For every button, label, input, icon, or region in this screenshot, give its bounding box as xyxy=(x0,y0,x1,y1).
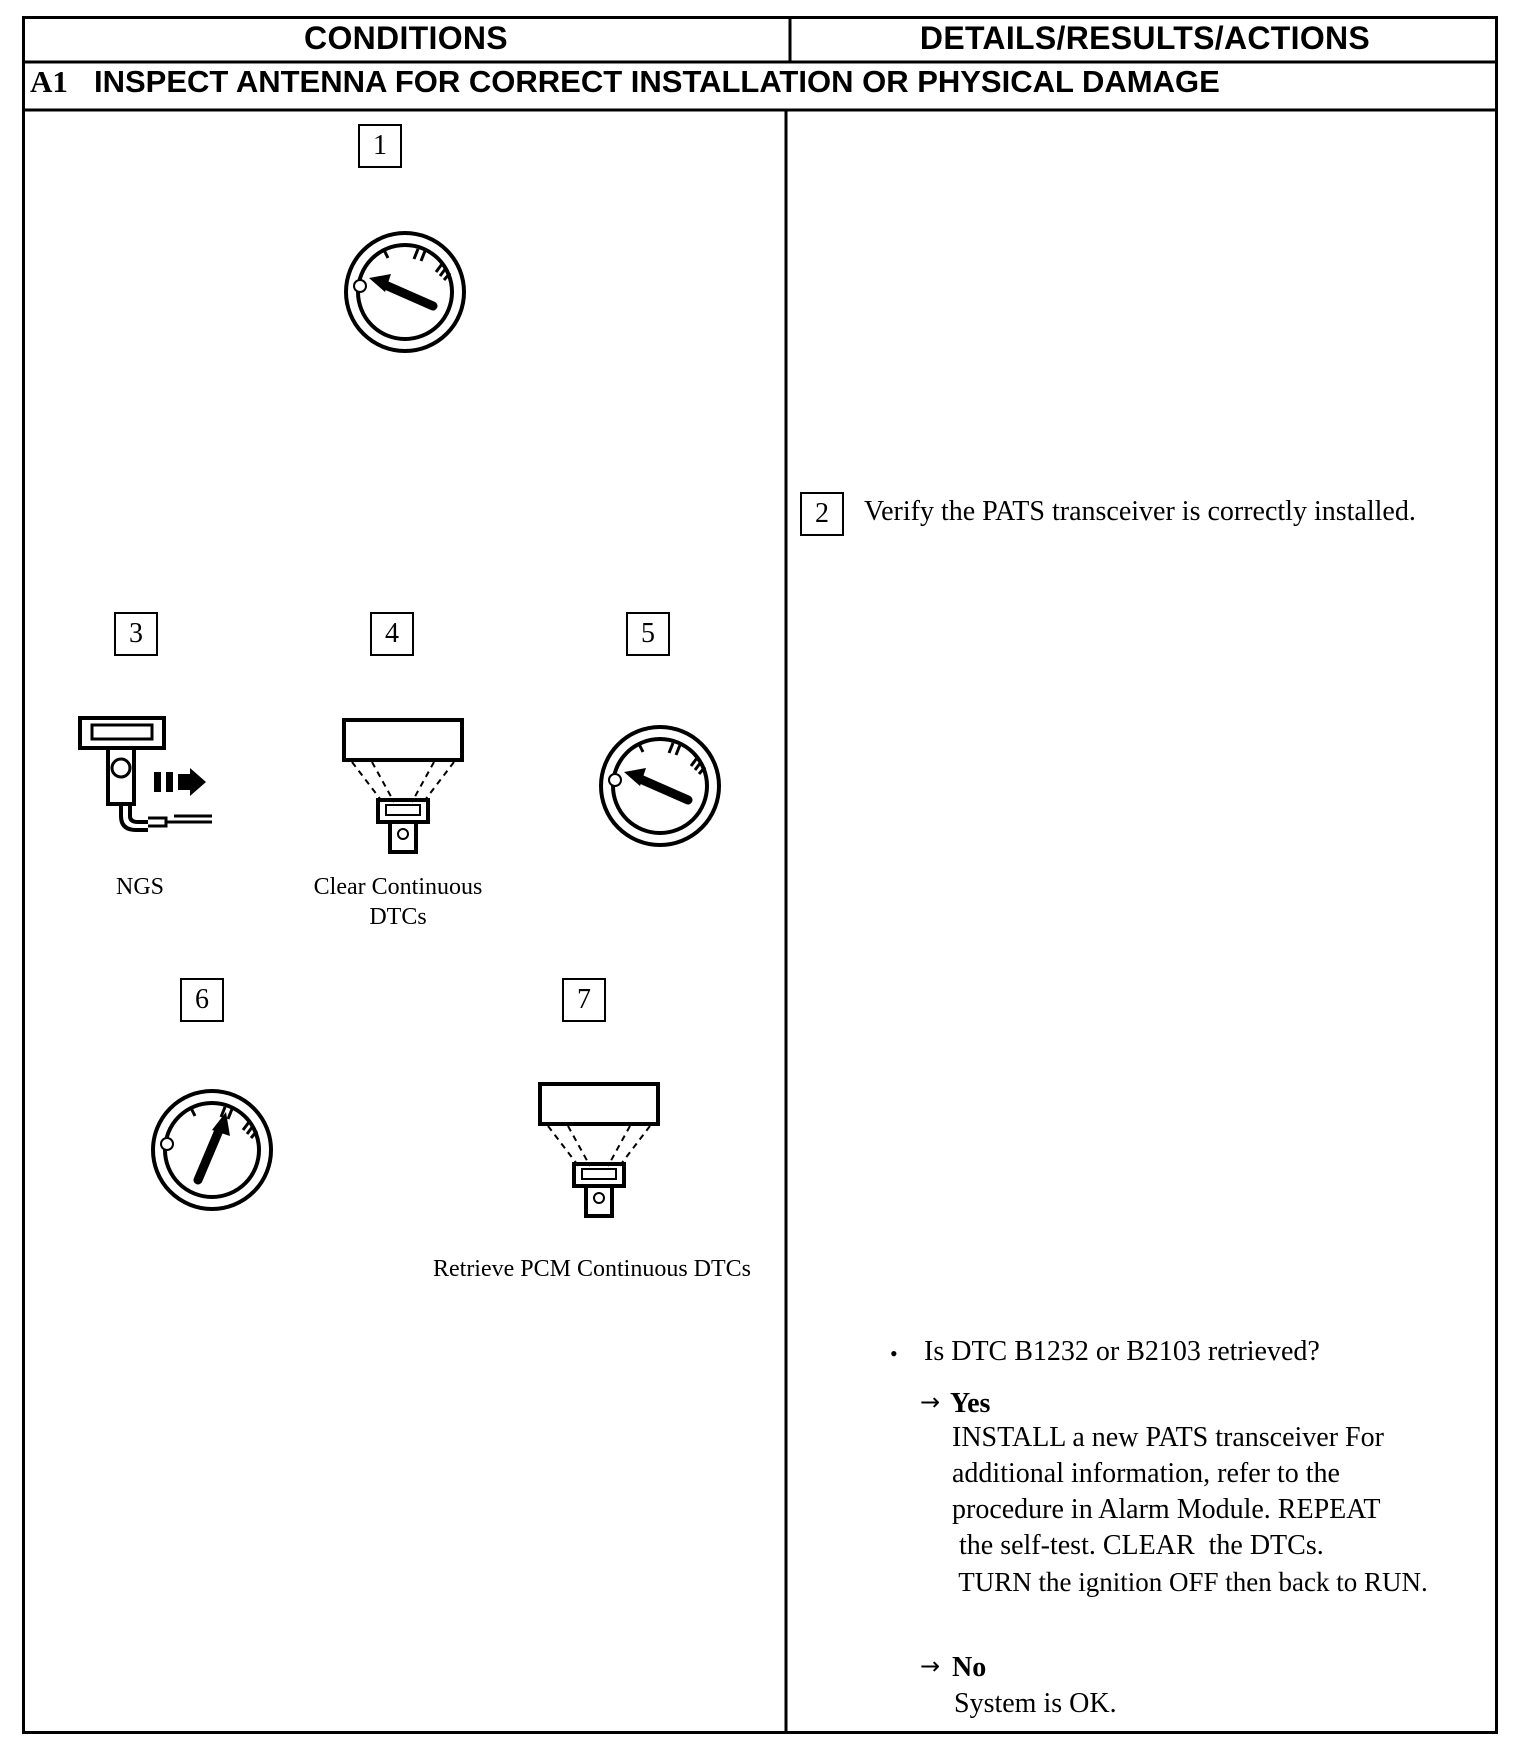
conditions-header: CONDITIONS xyxy=(304,20,508,56)
question-text: Is DTC B1232 or B2103 retrieved? xyxy=(924,1336,1320,1367)
no-result-text: System is OK. xyxy=(954,1688,1117,1719)
retrieve-pcm-continuous-dtcs-caption: Retrieve PCM Continuous DTCs xyxy=(432,1256,751,1282)
yes-arrow-icon: → xyxy=(920,1388,941,1416)
yes-label: Yes xyxy=(950,1388,991,1419)
step-2-instruction: Verify the PATS transceiver is correctly… xyxy=(864,496,1416,527)
ngs-caption: NGS xyxy=(115,874,164,900)
table-frame xyxy=(22,16,1498,1734)
question-bullet: • xyxy=(890,1341,898,1366)
step-number-5: 5 xyxy=(626,612,670,656)
step-number-1: 1 xyxy=(358,124,402,168)
step-number-2: 2 xyxy=(800,492,844,536)
step-number-3: 3 xyxy=(114,612,158,656)
clear-continuous-dtcs-caption-line1: Clear Continuous xyxy=(313,874,483,900)
yes-action-line-5: TURN the ignition OFF then back to RUN. xyxy=(952,1567,1428,1597)
no-label: No xyxy=(952,1652,987,1683)
yes-action-line-2: additional information, refer to the xyxy=(952,1458,1340,1489)
details-header: DETAILS/RESULTS/ACTIONS xyxy=(919,20,1371,56)
no-arrow-icon: → xyxy=(920,1652,941,1680)
step-number-6: 6 xyxy=(180,978,224,1022)
scan-tool-icon xyxy=(342,718,464,854)
yes-action-line-3: procedure in Alarm Module. REPEAT xyxy=(952,1494,1381,1525)
ignition-switch-icon xyxy=(599,725,721,847)
ngs-tester-connect-icon xyxy=(78,716,212,832)
yes-action-line-4: the self-test. CLEAR the DTCs. xyxy=(952,1530,1324,1561)
step-title: INSPECT ANTENNA FOR CORRECT INSTALLATION… xyxy=(94,64,1220,99)
clear-continuous-dtcs-caption-line2: DTCs xyxy=(369,904,427,930)
ignition-switch-run-icon xyxy=(151,1089,273,1211)
step-number-7: 7 xyxy=(562,978,606,1022)
step-id: A1 xyxy=(30,64,68,99)
scan-tool-icon xyxy=(538,1082,660,1218)
yes-action-line-1: INSTALL a new PATS transceiver For xyxy=(952,1422,1384,1453)
step-number-4: 4 xyxy=(370,612,414,656)
ignition-switch-icon xyxy=(344,231,466,353)
